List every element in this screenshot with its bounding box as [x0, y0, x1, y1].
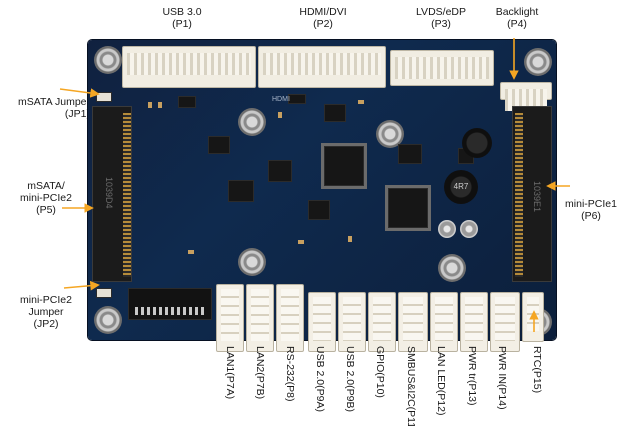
mount-hole	[376, 120, 404, 148]
rs232-connector	[276, 284, 304, 352]
chip-small	[288, 94, 306, 104]
bottom-label: PWR tr(P13)	[466, 346, 478, 406]
gpio-connector	[368, 292, 396, 352]
label-usb30: USB 3.0(P1)	[162, 6, 202, 30]
label-lvds: LVDS/eDP(P3)	[416, 6, 466, 30]
smd-part	[188, 250, 194, 254]
jp2-jumper	[96, 288, 112, 298]
backlight-connector	[500, 82, 552, 111]
pwrin-connector	[490, 292, 520, 352]
inductor-mark: 4R7	[453, 182, 469, 191]
capacitor	[438, 220, 456, 238]
label-hdmi: HDMI/DVI(P2)	[299, 6, 347, 30]
hdmi-silk: HDMI	[272, 96, 290, 103]
slot-pins	[123, 113, 131, 277]
right-slot-silk: 1039E1	[532, 181, 542, 213]
header-pins	[135, 307, 205, 315]
bottom-label: USB 2.0(P9A)	[314, 346, 326, 412]
chip-small	[228, 180, 254, 202]
usb20a-connector	[308, 292, 336, 352]
slot-pins	[515, 113, 523, 277]
chip-small	[268, 160, 292, 182]
bottom-label: LAN2(P7B)	[254, 346, 266, 400]
label-backlight: Backlight(P4)	[495, 6, 539, 30]
mount-hole	[238, 108, 266, 136]
smd-part	[278, 112, 282, 118]
chip-small	[398, 144, 422, 164]
label-minipcie1: mini-PCIe1(P6)	[565, 198, 617, 222]
jp1-jumper	[96, 92, 112, 102]
chip-small	[324, 104, 346, 122]
bottom-label: GPIO(P10)	[374, 346, 386, 398]
lvds-connector	[390, 50, 494, 86]
hdmi-connector	[258, 46, 386, 88]
rtc-connector	[522, 292, 544, 342]
header-block	[128, 288, 212, 320]
bottom-label: RS-232(P8)	[284, 346, 296, 402]
lanled-connector	[430, 292, 458, 352]
chip-small	[308, 200, 330, 220]
pcb-board: 1039D4 1039E1 4R7	[88, 40, 556, 352]
inductor: 4R7	[444, 170, 478, 204]
lan1-connector	[216, 284, 244, 352]
bottom-label: SMBUS&I2C(P11	[405, 346, 417, 426]
smd-part	[348, 236, 352, 242]
bottom-label: USB 2.0(P9B)	[344, 346, 356, 412]
chip-small	[208, 136, 230, 154]
bottom-label: PWR IN(P14)	[496, 346, 508, 410]
label-msata-jumper: mSATA Jumper(JP1)	[18, 96, 90, 120]
smd-part	[158, 102, 162, 108]
lan2-connector	[246, 284, 274, 352]
bottom-label: RTC(P15)	[531, 346, 543, 394]
pwrtr-connector	[460, 292, 488, 352]
label-msata-slot: mSATA/mini-PCIe2(P5)	[20, 180, 72, 216]
bottom-label: LAN1(P7A)	[224, 346, 236, 400]
inductor	[462, 128, 492, 158]
mount-hole	[238, 248, 266, 276]
smbus-connector	[398, 292, 428, 352]
mount-hole	[524, 48, 552, 76]
usb20b-connector	[338, 292, 366, 352]
bottom-label: LAN LED(P12)	[435, 346, 447, 416]
usb30-connector	[122, 46, 256, 88]
chip-small	[178, 96, 196, 108]
mount-hole	[438, 254, 466, 282]
minipcie1-slot: 1039E1	[512, 106, 552, 282]
left-slot-silk: 1039D4	[104, 177, 114, 209]
chip-main	[324, 146, 364, 186]
msata-slot: 1039D4	[92, 106, 132, 282]
mount-hole	[94, 306, 122, 334]
mount-hole	[94, 46, 122, 74]
capacitor	[460, 220, 478, 238]
smd-part	[298, 240, 304, 244]
chip-controller	[388, 188, 428, 228]
smd-part	[358, 100, 364, 104]
smd-part	[148, 102, 152, 108]
